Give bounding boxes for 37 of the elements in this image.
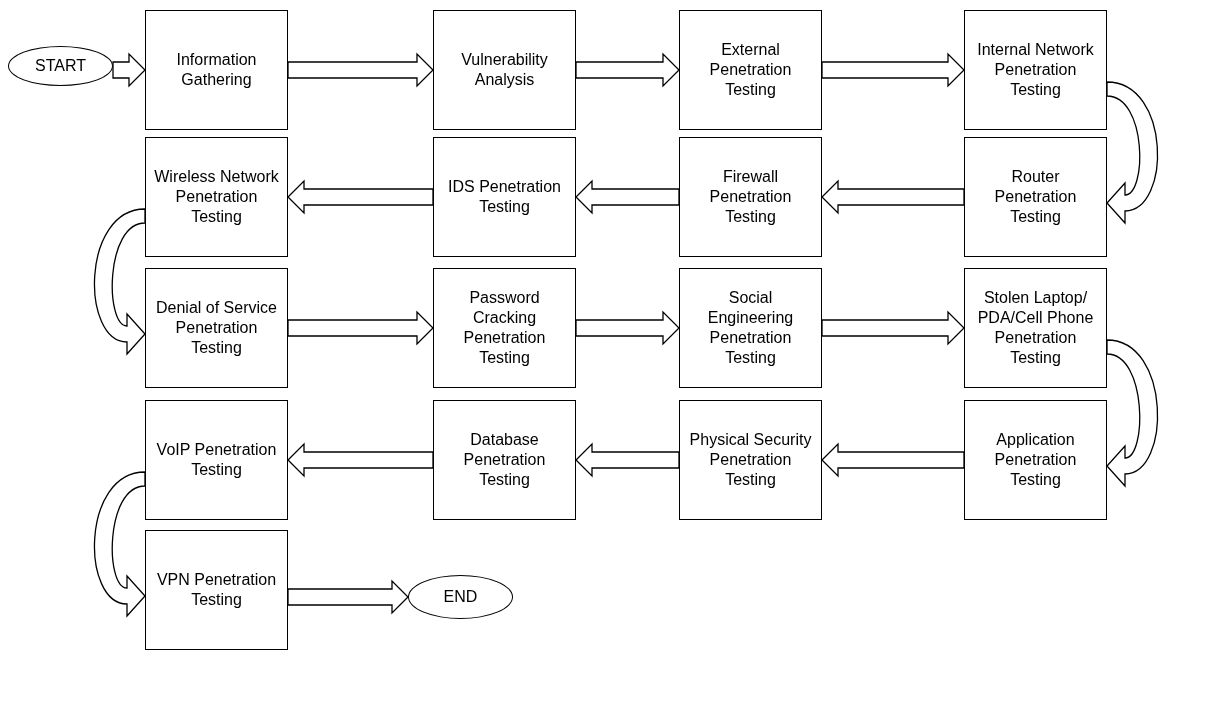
process-box: Vulnerability Analysis: [433, 10, 576, 130]
process-box: External Penetration Testing: [679, 10, 822, 130]
process-box: Information Gathering: [145, 10, 288, 130]
process-box: Stolen Laptop/ PDA/Cell Phone Penetration Testing: [964, 268, 1107, 388]
block-arrow: [287, 442, 434, 478]
block-arrow: [821, 52, 965, 88]
process-box: Physical Security Penetration Testing: [679, 400, 822, 520]
block-arrow: [821, 442, 965, 478]
process-box: IDS Penetration Testing: [433, 137, 576, 257]
block-arrow: [94, 471, 146, 617]
block-arrow: [287, 579, 409, 615]
block-arrow: [287, 179, 434, 215]
process-box: Database Penetration Testing: [433, 400, 576, 520]
block-arrow: [1106, 339, 1158, 487]
process-box: VPN Penetration Testing: [145, 530, 288, 650]
block-arrow: [575, 310, 680, 346]
terminal-ellipse: START: [8, 46, 113, 86]
terminal-ellipse: END: [408, 575, 513, 619]
block-arrow: [821, 310, 965, 346]
block-arrow: [821, 179, 965, 215]
process-box: Application Penetration Testing: [964, 400, 1107, 520]
block-arrow: [575, 442, 680, 478]
process-box: Denial of Service Penetration Testing: [145, 268, 288, 388]
block-arrow: [287, 310, 434, 346]
process-box: Social Engineering Penetration Testing: [679, 268, 822, 388]
process-box: VoIP Penetration Testing: [145, 400, 288, 520]
process-box: Wireless Network Penetration Testing: [145, 137, 288, 257]
block-arrow: [94, 208, 146, 355]
process-box: Internal Network Penetration Testing: [964, 10, 1107, 130]
block-arrow: [112, 52, 146, 88]
process-box: Password Cracking Penetration Testing: [433, 268, 576, 388]
block-arrow: [1106, 81, 1158, 224]
block-arrow: [287, 52, 434, 88]
block-arrow: [575, 52, 680, 88]
process-box: Router Penetration Testing: [964, 137, 1107, 257]
process-box: Firewall Penetration Testing: [679, 137, 822, 257]
block-arrow: [575, 179, 680, 215]
